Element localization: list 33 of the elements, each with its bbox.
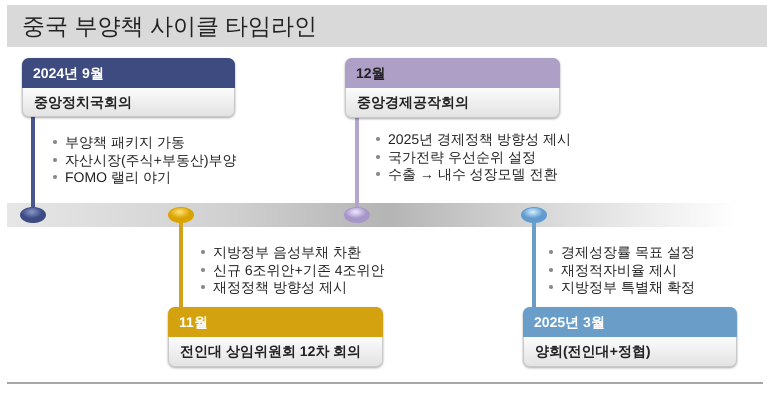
bullet-text: 재정정책 방향성 제시 <box>213 278 347 296</box>
bullet-text: 신규 6조위안+기존 4조위안 <box>213 260 385 278</box>
timeline-dot <box>20 207 46 223</box>
bullet-text: 자산시장(주식+부동산)부양 <box>65 150 236 168</box>
event-title: 중앙경제공작회의 <box>345 88 560 118</box>
bullet-text: 부양책 패키지 가동 <box>65 133 185 151</box>
connector-line <box>532 223 536 307</box>
timeline-dot <box>168 207 194 223</box>
bullet-text: 지방정부 음성부채 차환 <box>213 243 361 261</box>
timeline-dot <box>521 207 547 223</box>
event-card <box>523 307 737 367</box>
bullet-text: 국가전략 우선순위 설정 <box>388 148 536 166</box>
date-header: 11월 <box>168 307 383 337</box>
event-card <box>345 58 560 118</box>
event-title: 중앙정치국회의 <box>22 88 235 117</box>
bullet-text: 재정적자비율 제시 <box>561 260 677 278</box>
event-title: 양회(전인대+정협) <box>523 337 737 367</box>
date-header: 2025년 3월 <box>523 307 737 337</box>
event-title: 전인대 상임위원회 12차 회의 <box>168 337 383 367</box>
connector-line <box>355 118 359 207</box>
timeline-dot <box>344 207 370 223</box>
bullet-text: 수출 → 내수 성장모델 전환 <box>388 165 558 183</box>
bullet-text: 경제성장률 목표 설정 <box>561 243 695 261</box>
bullet-text: 2025년 경제정책 방향성 제시 <box>388 130 571 148</box>
date-header: 12월 <box>345 58 560 88</box>
title: 중국 부양책 사이클 타임라인 <box>7 5 767 47</box>
bullet-text: FOMO 랠리 야기 <box>65 168 171 186</box>
event-card <box>22 58 235 117</box>
connector-line <box>31 117 35 207</box>
bullet-text: 지방정부 특별채 확정 <box>561 278 695 296</box>
date-header: 2024년 9월 <box>22 58 235 88</box>
event-card <box>168 307 383 367</box>
connector-line <box>179 223 183 307</box>
